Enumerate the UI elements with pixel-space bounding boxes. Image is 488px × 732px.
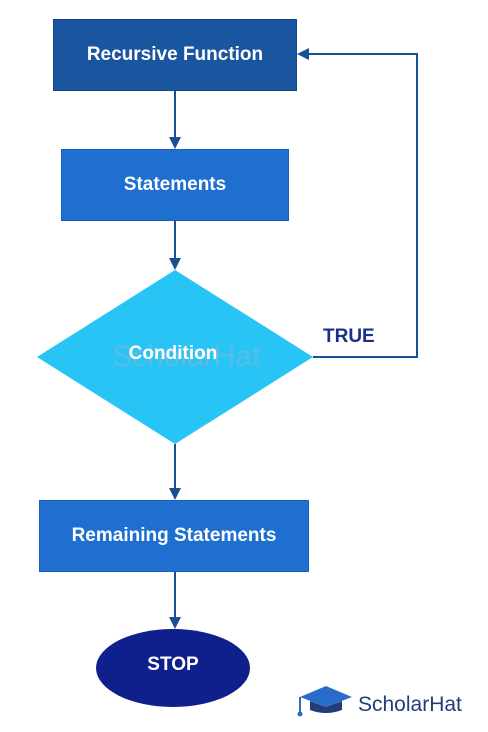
stop-oval — [96, 629, 250, 707]
statements-node: Statements — [61, 149, 289, 221]
true-edge-label: TRUE — [323, 326, 375, 347]
remaining-statements-label: Remaining Statements — [71, 525, 277, 546]
arrow-true-loop — [297, 48, 418, 358]
stop-label: STOP — [147, 654, 199, 675]
scholarhat-logo-text: ScholarHat — [358, 693, 462, 716]
graduation-cap-icon — [297, 686, 352, 717]
recursive-function-label: Recursive Function — [86, 44, 264, 65]
remaining-statements-node: Remaining Statements — [39, 500, 309, 572]
watermark: ScholarHat — [112, 340, 261, 373]
condition-label: Condition — [128, 343, 218, 364]
recursive-function-node: Recursive Function — [53, 19, 297, 91]
condition-diamond — [37, 270, 313, 444]
statements-label: Statements — [123, 174, 227, 195]
